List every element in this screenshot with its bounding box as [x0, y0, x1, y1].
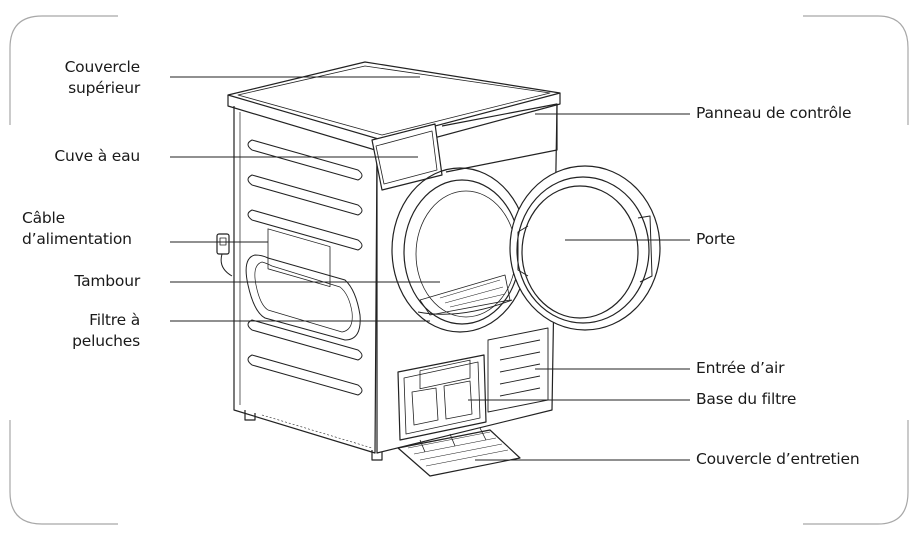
foot-left	[244, 410, 256, 421]
side-panel	[233, 106, 378, 454]
label-cable-alimentation: Câble d’alimentation	[22, 209, 132, 248]
frame-corner-top-right	[803, 15, 909, 125]
label-panneau-de-controle: Panneau de contrôle	[696, 104, 852, 122]
label-porte: Porte	[696, 230, 736, 248]
foot-right	[371, 450, 383, 461]
label-couvercle-superieur: Couvercle supérieur	[64, 58, 141, 97]
frame-corners	[9, 15, 909, 525]
leader-lines	[170, 76, 690, 461]
label-cuve-a-eau: Cuve à eau	[54, 147, 140, 165]
label-filtre-a-peluches: Filtre à peluches	[72, 311, 140, 350]
frame-corner-top-left	[9, 15, 118, 125]
label-base-du-filtre: Base du filtre	[696, 390, 797, 408]
drum	[391, 167, 529, 333]
label-tambour: Tambour	[74, 272, 140, 290]
door	[509, 165, 661, 331]
label-entree-d-air: Entrée d’air	[696, 359, 785, 377]
air-intake	[487, 327, 549, 413]
dryer-machine	[216, 61, 661, 477]
filter-base	[397, 354, 487, 441]
power-cable	[216, 233, 233, 277]
service-cover	[397, 427, 521, 477]
side-ribs	[245, 139, 363, 396]
frame-corner-bottom-right	[803, 420, 909, 525]
label-couvercle-d-entretien: Couvercle d’entretien	[696, 450, 860, 468]
frame-corner-bottom-left	[9, 420, 118, 525]
control-panel	[441, 103, 558, 173]
top-lid	[227, 61, 561, 141]
